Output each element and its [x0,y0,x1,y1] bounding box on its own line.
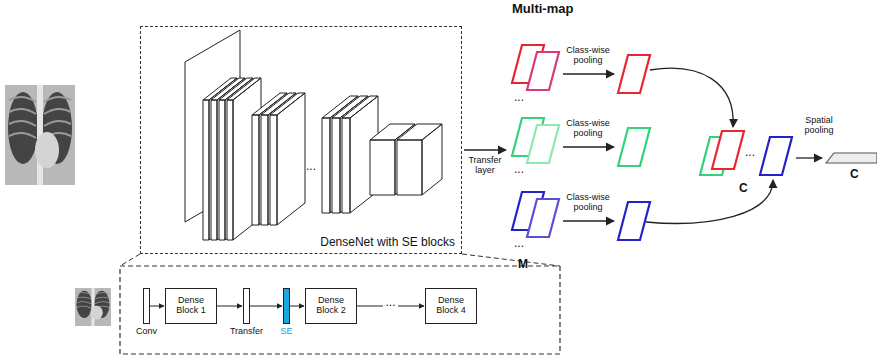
spatial-arrow [796,157,822,158]
ellipsis: ... [514,91,524,104]
densenet-drawing [185,30,442,240]
operation-label: Class-wise pooling [562,46,614,66]
multi-map [512,45,792,240]
chest-xray [5,85,75,185]
pooled-map [618,128,650,166]
network-frame: DenseNet with SE blocks [140,26,462,254]
dimension-label: C [739,182,748,195]
pooling-arrow [563,146,614,147]
transfer-arrow [464,149,506,150]
ellipsis: ... [745,146,755,159]
ellipsis: ... [514,237,524,250]
ellipsis: ... [306,160,316,173]
connector [290,306,304,307]
block-label: Dense Block 4 [428,296,474,316]
zoom-lines [120,254,560,266]
layer-label: SE [280,326,292,336]
dense-block: Dense Block 2 [305,288,357,324]
xray-body [5,85,75,185]
operation-label: Spatial pooling [793,116,845,136]
dimension-label: M [518,258,528,271]
operation-label: Class-wise pooling [562,119,614,139]
xray-lung [8,92,38,164]
dense-block: Dense Block 1 [165,288,217,324]
xray-heart [35,132,59,168]
pooled-map [618,55,650,93]
feature-map [527,125,559,163]
section-title: Multi-map [512,2,573,16]
connector [217,306,242,307]
block-label: Dense Block 2 [308,296,354,316]
connector [250,306,282,307]
feature-map [527,199,559,237]
dense-block: Dense Block 4 [425,288,477,324]
feature-map [527,52,559,90]
network-label: DenseNet with SE blocks [320,235,455,249]
layer-bar: Transfer [243,288,250,324]
se-bar: SE [283,288,290,324]
pooling-arrows [563,68,822,223]
ellipsis: ... [514,163,524,176]
layer-label: Conv [136,326,157,336]
block-label: Dense Block 1 [168,296,214,316]
merge-arrow [650,68,733,127]
feature-plate [270,93,305,225]
zoom-frame [120,266,560,354]
pooled-map [618,202,650,240]
feature-cube [397,124,442,195]
connector [150,306,164,307]
dimension-label: C [850,168,859,181]
layer-label: Transfer [230,326,263,336]
operation-label: Transfer layer [463,156,507,176]
edge-label: ... [383,296,397,309]
pooling-arrow [563,220,614,221]
stacked-map [712,131,744,169]
pooling-arrow [563,73,614,74]
operation-label: Class-wise pooling [562,193,614,213]
output-vector [826,153,877,163]
stacked-map [760,137,792,175]
layer-bar: Conv [143,288,150,324]
merge-arrow [646,180,773,223]
chest-xray-thumbnail [75,288,111,326]
